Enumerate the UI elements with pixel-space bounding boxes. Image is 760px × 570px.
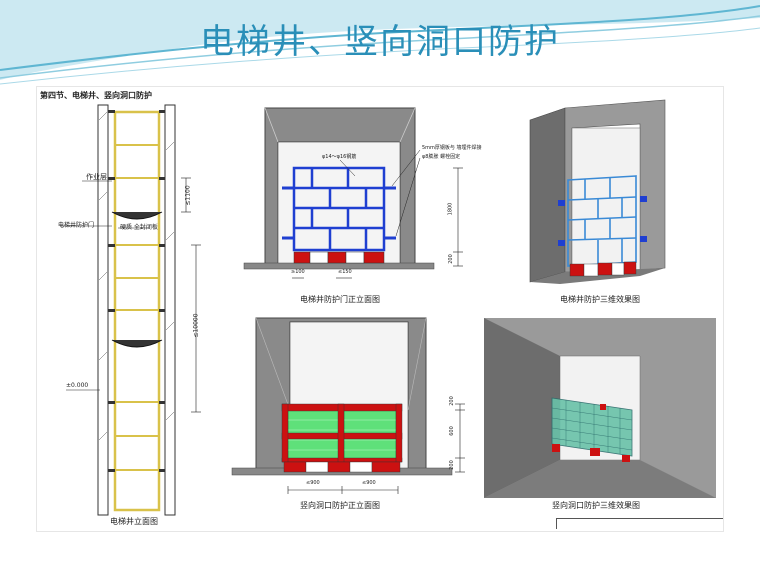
- label-opening-dim-mid: 600: [448, 426, 455, 436]
- label-plate-note: 5mm厚钢板与 墙埋件焊接: [422, 145, 482, 151]
- label-opening-dim-left: ≤900: [306, 480, 320, 486]
- caption-opening-front: 竖向洞口防护正立面图: [300, 501, 380, 510]
- caption-door-front: 电梯井防护门正立面图: [300, 295, 380, 304]
- section-heading: 第四节、电梯井、竖向洞口防护: [40, 91, 152, 100]
- label-opening-dim-top: 200: [448, 396, 455, 406]
- label-net: 硬质 全封闭板: [120, 224, 158, 231]
- caption-opening-3d: 竖向洞口防护三维效果图: [552, 501, 640, 510]
- label-dim-1800: 1800: [447, 202, 454, 216]
- label-opening-dim-right: ≤900: [362, 480, 376, 486]
- slide-title: 电梯井、竖向洞口防护: [200, 22, 560, 62]
- label-dim-10000: ≤10000: [192, 313, 200, 338]
- label-dim-150: ≤150: [338, 269, 352, 275]
- label-work-floor: 作业层: [86, 173, 107, 181]
- label-opening-dim-bottom: 200: [448, 460, 455, 470]
- label-dim-200: 200: [447, 254, 454, 264]
- label-level-zero: ±0.000: [66, 382, 89, 389]
- label-bolt-note: φ8膨胀 螺栓固定: [422, 154, 461, 160]
- label-dim-1100: ≤1100: [184, 185, 192, 206]
- drawing-panel: [36, 86, 724, 532]
- caption-door-3d: 电梯井防护三维效果图: [560, 295, 640, 304]
- label-steel-bar: φ14～φ16钢筋: [322, 154, 357, 160]
- label-dim-100: ≥100: [291, 269, 305, 275]
- caption-shaft-elevation: 电梯井立面图: [110, 517, 158, 526]
- title-block-stub: [556, 518, 723, 529]
- label-shaft-door: 电梯井防护门: [58, 222, 95, 229]
- header-swoosh-decoration: [0, 0, 760, 85]
